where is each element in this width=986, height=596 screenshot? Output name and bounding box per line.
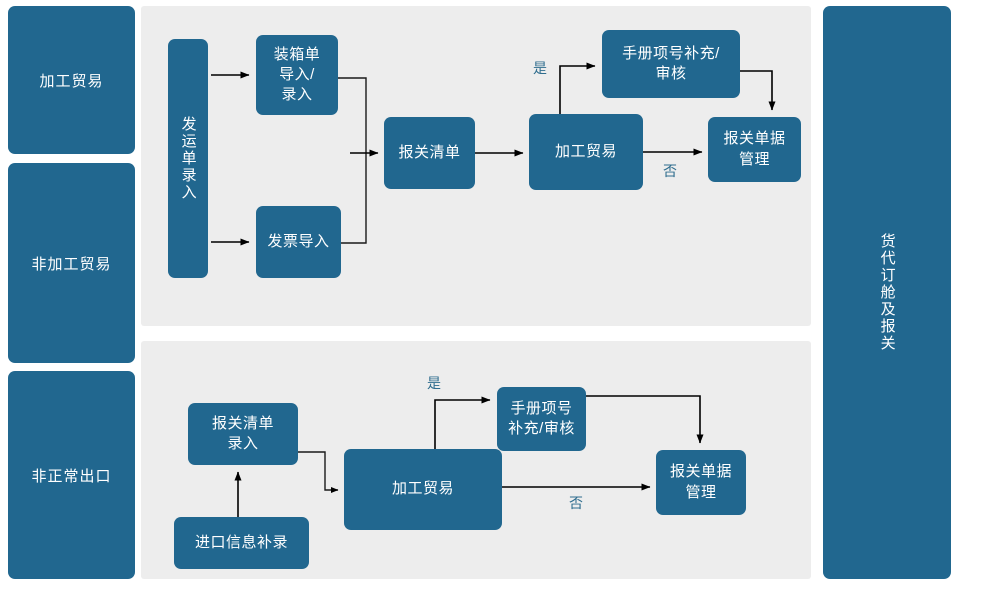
node-packing-list-import[interactable]: 装箱单 导入/ 录入: [256, 35, 338, 115]
node-label: 报关单据 管理: [669, 463, 732, 501]
node-label: 加工贸易: [391, 480, 454, 498]
sidebar-item-label: 非加工贸易: [31, 255, 112, 273]
node-label: 加工贸易: [554, 142, 617, 160]
node-customs-document-management[interactable]: 报关单据 管理: [708, 117, 801, 182]
sidebar-item-label: 加工贸易: [39, 72, 104, 90]
node-invoice-import[interactable]: 发票导入: [256, 206, 341, 278]
node-processing-trade-decision-2[interactable]: 加工贸易: [344, 449, 502, 530]
edge-label-no-top: 否: [663, 163, 678, 179]
node-label: 报关单据 管理: [723, 130, 786, 168]
edge-label-yes-top: 是: [533, 60, 548, 76]
node-label: 报关清单 录入: [211, 414, 274, 452]
node-label: 进口信息补录: [194, 533, 288, 551]
node-label: 发票导入: [267, 232, 330, 250]
node-manual-item-no-supplement-review-2[interactable]: 手册项号 补充/审核: [497, 387, 586, 451]
edge-label-yes-bottom: 是: [427, 375, 442, 391]
node-customs-declaration-list[interactable]: 报关清单: [384, 117, 475, 189]
node-import-info-supplement[interactable]: 进口信息补录: [174, 517, 309, 569]
node-customs-document-management-2[interactable]: 报关单据 管理: [656, 450, 746, 515]
sidebar-item-processing-trade[interactable]: 加工贸易: [8, 6, 135, 154]
sidebar-item-abnormal-export[interactable]: 非正常出口: [8, 371, 135, 579]
node-shipping-order-entry[interactable]: 发运单录入: [168, 39, 208, 278]
sidebar-item-label: 非正常出口: [31, 467, 112, 485]
edge-label-no-bottom: 否: [569, 495, 584, 511]
right-rail-label: 货代订舱及报关: [878, 233, 896, 352]
node-label: 手册项号 补充/审核: [508, 399, 575, 437]
node-label: 报关清单: [398, 143, 461, 161]
node-label: 手册项号补充/ 审核: [622, 44, 720, 82]
node-processing-trade-decision[interactable]: 加工贸易: [529, 114, 643, 190]
node-manual-item-no-supplement-review[interactable]: 手册项号补充/ 审核: [602, 30, 740, 98]
sidebar-item-non-processing-trade[interactable]: 非加工贸易: [8, 163, 135, 363]
node-label: 装箱单 导入/ 录入: [273, 45, 321, 104]
node-customs-declaration-list-entry[interactable]: 报关清单 录入: [188, 403, 298, 465]
node-label: 发运单录入: [179, 116, 197, 201]
right-rail-freight-booking-customs[interactable]: 货代订舱及报关: [823, 6, 951, 579]
